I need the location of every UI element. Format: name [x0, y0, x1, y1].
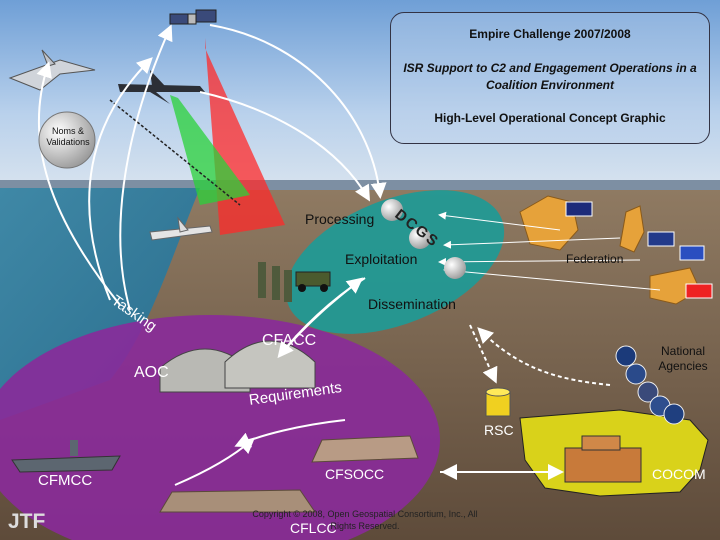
recon-plane-icon [118, 70, 205, 104]
title-line-1: Empire Challenge 2007/2008 [469, 27, 631, 41]
processing-ball [381, 199, 403, 221]
building-icon [564, 435, 642, 483]
cfsocc-label: CFSOCC [325, 466, 385, 482]
aoc-label: AOC [134, 364, 169, 381]
cflcc-label: CFLCC [290, 520, 337, 536]
dissemination-ball [444, 257, 466, 279]
tent-icon [159, 435, 419, 513]
australia-map-icon [519, 195, 579, 251]
satellite-icon [169, 9, 217, 25]
rsc-label: RSC [484, 422, 514, 438]
copyright-notice: Copyright © 2008, Open Geospatial Consor… [252, 509, 478, 531]
uk-map-icon [619, 205, 645, 253]
soldiers-icon [258, 262, 292, 302]
title-line-2: ISR Support to C2 and Engagement Operati… [403, 61, 697, 92]
humvee-icon [295, 271, 331, 292]
processing-label: Processing [305, 211, 375, 227]
dissemination-label: Dissemination [368, 296, 456, 312]
title-box: Empire Challenge 2007/2008 ISR Support t… [390, 12, 710, 144]
database-icon [485, 387, 511, 417]
title-line-3: High-Level Operational Concept Graphic [434, 111, 666, 125]
cfacc-label: CFACC [262, 332, 317, 349]
federation-label: Federation [566, 252, 624, 266]
green-sensor-beam [170, 95, 250, 205]
exploitation-label: Exploitation [345, 251, 418, 267]
flow-arrows [36, 24, 661, 486]
national-agencies-label: National Agencies [658, 344, 708, 373]
noms-bubble [38, 111, 96, 169]
carrier-icon [11, 440, 121, 473]
jtf-label: JTF [8, 510, 46, 533]
uav-link [109, 99, 241, 206]
dcgs-region [285, 190, 505, 334]
flag-icon [565, 201, 713, 299]
cfmcc-label: CFMCC [38, 472, 93, 489]
uav-icon [149, 216, 213, 241]
agency-seal-icon [615, 345, 685, 425]
cocom-label: COCOM [652, 466, 706, 482]
exploitation-ball [409, 227, 431, 249]
jtf-region [0, 315, 440, 540]
noms-label: Noms & Validations [46, 126, 90, 147]
